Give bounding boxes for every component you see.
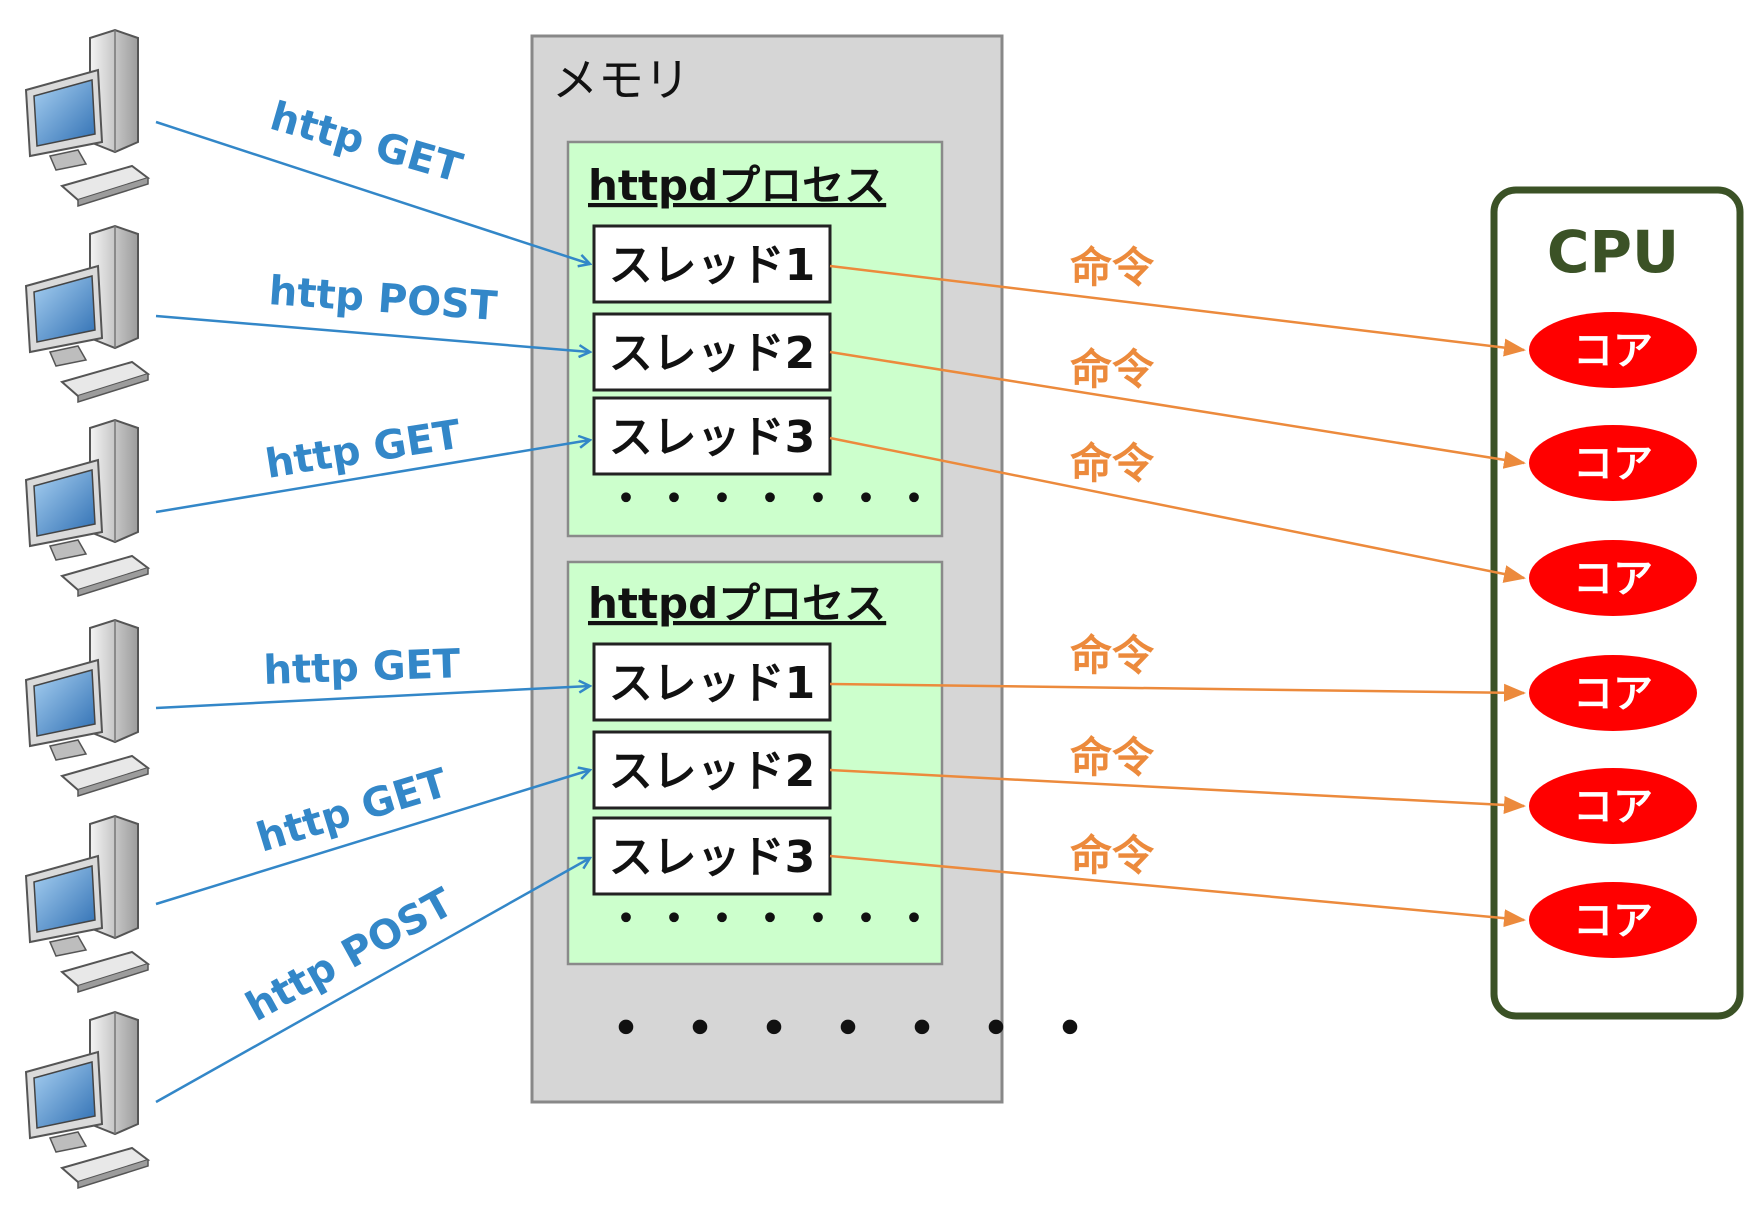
- process-label: httpdプロセス: [588, 161, 886, 210]
- request-label: http GET: [251, 760, 453, 862]
- thread-label: スレッド3: [609, 412, 816, 463]
- core-label: コア: [1573, 671, 1653, 717]
- thread-box: [592, 642, 832, 722]
- thread-label: スレッド2: [609, 746, 816, 797]
- request-label: http GET: [263, 641, 462, 694]
- memory-ellipsis: ・・・・・・・: [596, 995, 1114, 1065]
- instruction-arrow: [829, 436, 1526, 583]
- core-ellipse: [1529, 540, 1697, 616]
- thread-box: [592, 224, 832, 304]
- process-label: httpdプロセス: [588, 579, 886, 628]
- request-arrow: [155, 120, 590, 264]
- core-label: コア: [1573, 441, 1653, 487]
- core-label: コア: [1573, 898, 1653, 944]
- instruction-arrow: [829, 682, 1526, 702]
- thread-box: [592, 816, 832, 896]
- core-label: コア: [1573, 556, 1653, 602]
- cpu-label: CPU: [1547, 218, 1679, 286]
- computer-icon: [25, 419, 149, 597]
- thread-box: [592, 396, 832, 476]
- instruction-label: 命令: [1070, 733, 1155, 782]
- request-arrow: [155, 314, 590, 352]
- instruction-arrow: [829, 854, 1526, 928]
- instruction-label: 命令: [1070, 631, 1155, 680]
- instruction-label: 命令: [1070, 831, 1155, 880]
- core-ellipse: [1529, 882, 1697, 958]
- thread-label: スレッド2: [609, 328, 816, 379]
- core-ellipse: [1529, 768, 1697, 844]
- computer-icon: [25, 619, 149, 797]
- request-label: http POST: [267, 268, 499, 330]
- computer-icon: [25, 815, 149, 993]
- core-label: コア: [1573, 784, 1653, 830]
- request-arrow: [155, 770, 590, 906]
- computer-icon: [25, 225, 149, 403]
- memory-label: メモリ: [552, 53, 690, 107]
- request-arrow: [155, 440, 590, 514]
- thread-label: スレッド1: [609, 658, 816, 709]
- request-arrow: [155, 686, 590, 710]
- instruction-label: 命令: [1070, 345, 1155, 394]
- computer-icon: [25, 1011, 149, 1189]
- instruction-label: 命令: [1070, 243, 1155, 292]
- thread-ellipsis: ・・・・・・・: [606, 896, 942, 942]
- instruction-arrow: [829, 264, 1526, 357]
- request-label: http POST: [239, 879, 462, 1030]
- instruction-arrow: [829, 350, 1526, 469]
- core-ellipse: [1529, 425, 1697, 501]
- computer-icon: [25, 29, 149, 207]
- request-label: http GET: [265, 93, 467, 192]
- core-label: コア: [1573, 328, 1653, 374]
- thread-label: スレッド3: [609, 832, 816, 883]
- thread-box: [592, 730, 832, 810]
- thread-ellipsis: ・・・・・・・: [606, 476, 942, 522]
- thread-label: スレッド1: [609, 240, 816, 291]
- request-arrow: [155, 858, 590, 1104]
- core-ellipse: [1529, 655, 1697, 731]
- instruction-arrow: [829, 768, 1526, 814]
- instruction-label: 命令: [1070, 439, 1155, 488]
- core-ellipse: [1529, 312, 1697, 388]
